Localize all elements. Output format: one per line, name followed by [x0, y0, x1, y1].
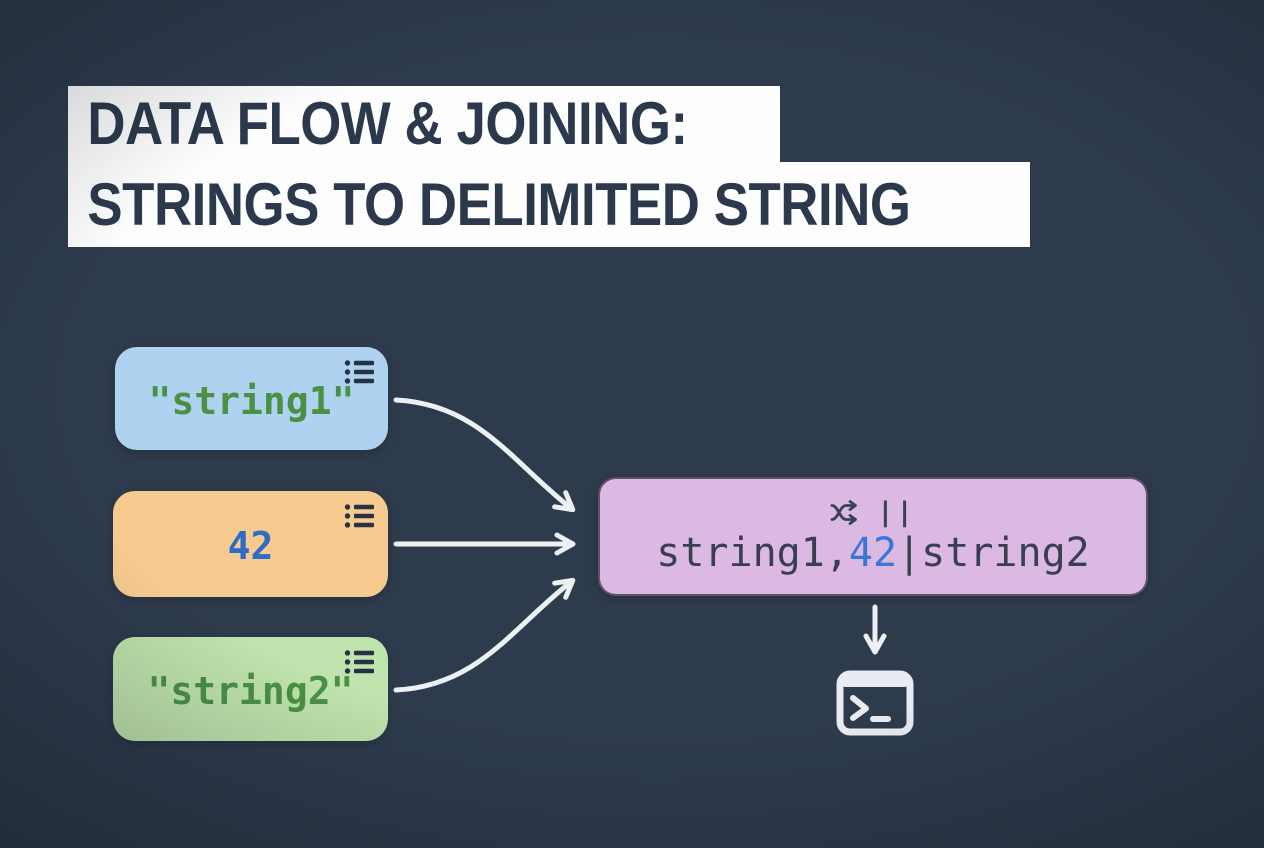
shuffle-icon	[830, 500, 858, 525]
result-part-string2: |string2	[897, 529, 1090, 576]
result-part-42: 42	[848, 529, 898, 576]
input-node-string2: "string2"	[113, 637, 388, 741]
join-node: || string1,42|string2	[598, 477, 1148, 596]
title-line-2: STRINGS TO DELIMITED STRING	[87, 170, 911, 238]
list-icon	[344, 360, 374, 384]
title-band-top: DATA FLOW & JOINING:	[68, 86, 780, 162]
input-node-string1: "string1"	[115, 347, 388, 450]
title-band-bottom: STRINGS TO DELIMITED STRING	[68, 162, 1030, 247]
result-part-string1: string1,	[656, 529, 849, 576]
arrow-string1-to-join	[393, 397, 576, 513]
input-value-string2: "string2"	[147, 669, 354, 713]
arrow-string2-to-join	[393, 577, 576, 693]
title-line-1: DATA FLOW & JOINING:	[87, 90, 688, 157]
concat-operator: ||	[877, 497, 916, 528]
input-value-42: 42	[227, 524, 274, 568]
join-operator-row: ||	[830, 497, 916, 529]
terminal-icon	[836, 670, 914, 736]
join-result-text: string1,42|string2	[656, 529, 1089, 577]
input-value-string1: "string1"	[148, 378, 355, 423]
list-icon	[344, 650, 374, 674]
list-icon	[344, 504, 374, 528]
input-node-42: 42	[113, 491, 388, 597]
